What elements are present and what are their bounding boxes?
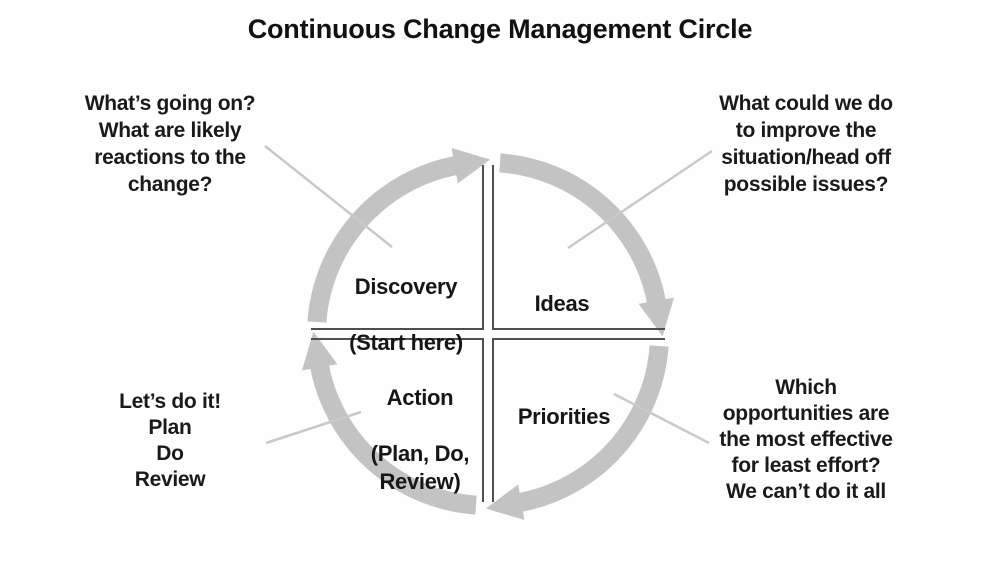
diagram-title: Continuous Change Management Circle [247, 14, 753, 44]
quadrant-name-discovery: Discovery [354, 274, 458, 299]
connector-lines [264, 145, 713, 445]
quadrant-label-action: Action (Plan, Do, Review) [330, 356, 510, 524]
quadrant-border-discovery [311, 165, 484, 330]
quadrant-border-priorities [492, 338, 665, 502]
annotation-priorities: Which opportunities are the most effecti… [719, 376, 893, 503]
connector-line-action [265, 410, 362, 445]
quadrant-label-ideas: Ideas [512, 262, 612, 346]
cycle-arc-ideas [499, 153, 675, 337]
cycle-arcs [301, 147, 675, 521]
connector-line-priorities [613, 392, 710, 445]
annotation-discovery: What’s going on? What are likely reactio… [84, 92, 256, 196]
quadrant-border-action [311, 338, 484, 502]
quadrant-name-ideas: Ideas [534, 291, 590, 316]
quadrant-name-priorities: Priorities [517, 404, 611, 429]
quadrant-sublabel-discovery: (Start here) [349, 330, 463, 355]
connector-line-discovery [264, 145, 393, 248]
cycle-arc-discovery [307, 147, 491, 323]
quadrant-border-ideas [492, 165, 665, 330]
quadrant-label-priorities: Priorities [488, 375, 640, 459]
connector-line-ideas [567, 149, 713, 250]
quadrant-label-discovery: Discovery (Start here) [306, 245, 506, 385]
quadrant-borders [311, 165, 665, 502]
cycle-arc-action [301, 331, 477, 515]
quadrant-name-action: Action [386, 385, 454, 410]
quadrant-sublabel-action: (Plan, Do, Review) [370, 441, 470, 494]
annotation-ideas: What could we do to improve the situatio… [719, 92, 893, 196]
annotation-action: Let’s do it! Plan Do Review [119, 390, 221, 491]
cycle-arc-priorities [485, 345, 669, 521]
